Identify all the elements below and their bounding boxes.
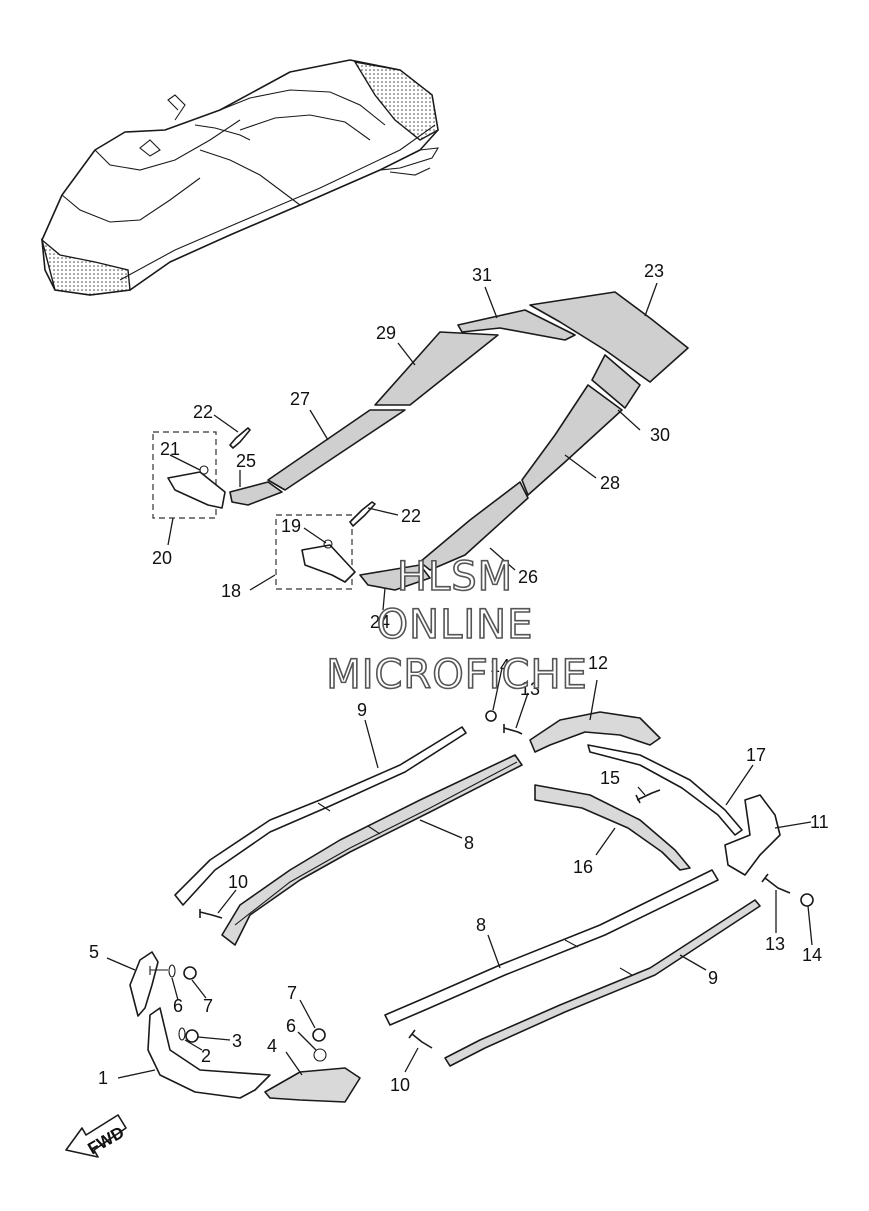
callout-21: 21 — [160, 439, 180, 459]
mat-26 — [419, 481, 529, 571]
callout-18: 18 — [221, 581, 241, 601]
callout-3: 3 — [232, 1031, 242, 1051]
screw-10-left — [199, 909, 223, 919]
callout-29: 29 — [376, 323, 396, 343]
callout-8-right: 8 — [476, 915, 486, 935]
callout-6-right: 6 — [286, 1016, 296, 1036]
rivet-15 — [635, 789, 661, 804]
nut-7-right — [312, 1028, 326, 1042]
callout-13-upper: 13 — [520, 679, 540, 699]
callout-26: 26 — [518, 567, 538, 587]
callout-9-right: 9 — [708, 968, 718, 988]
callout-12: 12 — [588, 653, 608, 673]
callout-23: 23 — [644, 261, 664, 281]
callout-5: 5 — [89, 942, 99, 962]
callout-10-left: 10 — [228, 872, 248, 892]
front-parts — [129, 909, 433, 1103]
bracket-5 — [129, 951, 159, 1017]
callout-15: 15 — [600, 768, 620, 788]
rail-16 — [534, 784, 691, 871]
callout-22-lower: 22 — [401, 506, 421, 526]
cap-14-upper — [485, 710, 497, 722]
cap-14-lower — [800, 893, 814, 907]
rail-17 — [587, 744, 743, 836]
nut-3 — [185, 1029, 199, 1043]
rail-9-left — [174, 726, 467, 906]
rail-8-right — [384, 869, 719, 1026]
mat-24 — [359, 564, 431, 591]
callout-11: 11 — [810, 812, 829, 832]
rivet-22-upper — [229, 427, 251, 449]
callout-17: 17 — [746, 745, 766, 765]
rail-9-right — [444, 899, 761, 1067]
watermark: HLSM ONLINE MICROFICHE — [325, 553, 588, 699]
callout-19: 19 — [281, 516, 301, 536]
forward-arrow-icon: FWD — [65, 1114, 128, 1158]
watercraft-illustration-icon — [40, 59, 440, 296]
callout-7-right: 7 — [287, 983, 297, 1003]
rail-8-left — [221, 754, 523, 946]
callout-25: 25 — [236, 451, 256, 471]
guard-4 — [264, 1067, 361, 1103]
left-rails — [174, 726, 523, 946]
callout-9-left: 9 — [357, 700, 367, 720]
bracket-21 — [167, 471, 226, 509]
mat-23 — [529, 291, 689, 383]
watermark-line-2: ONLINE — [377, 602, 534, 648]
mat-30 — [591, 354, 641, 409]
watermark-line-1: HLSM — [397, 554, 513, 600]
washer-2 — [178, 1027, 186, 1041]
rivet-22-lower — [349, 501, 376, 527]
washer-6-right — [313, 1048, 327, 1062]
callout-14-lower: 14 — [802, 945, 822, 965]
callout-30: 30 — [650, 425, 670, 445]
right-upper-rails — [529, 711, 781, 876]
callout-6-left: 6 — [173, 996, 183, 1016]
deck-mat-set — [229, 291, 689, 591]
right-lower-rails — [384, 869, 761, 1067]
callout-2: 2 — [201, 1046, 211, 1066]
callout-7-left: 7 — [203, 996, 213, 1016]
screw-10-right — [408, 1029, 433, 1049]
callout-4: 4 — [267, 1036, 277, 1056]
bumper-1 — [147, 1007, 271, 1099]
callout-31: 31 — [472, 265, 492, 285]
bolt-left — [149, 966, 168, 975]
rivet-13-upper — [503, 724, 523, 735]
watermark-line-3: MICROFICHE — [326, 652, 588, 698]
callout-1: 1 — [98, 1068, 108, 1088]
bracket-11 — [724, 794, 781, 876]
rivet-13-lower — [761, 873, 791, 894]
washer-6-left — [168, 964, 176, 978]
bracket-19 — [301, 544, 356, 583]
callout-28: 28 — [600, 473, 620, 493]
mat-25 — [229, 481, 283, 506]
mat-27 — [267, 409, 406, 491]
nut-7-left — [183, 966, 197, 980]
callout-27: 27 — [290, 389, 310, 409]
callout-14-upper: 14 — [490, 656, 510, 676]
callout-13-lower: 13 — [765, 934, 785, 954]
callout-labels: 23 31 29 27 30 28 26 22 21 25 20 22 19 1… — [89, 261, 829, 1095]
callout-24: 24 — [370, 612, 390, 632]
bracket-12 — [529, 711, 661, 753]
callout-22-upper: 22 — [193, 402, 213, 422]
mat-28 — [521, 384, 623, 496]
bracket-group-20 — [152, 427, 251, 519]
mat-31 — [457, 309, 576, 341]
leader-lines — [106, 282, 813, 1079]
callout-20: 20 — [152, 548, 172, 568]
callout-8-left: 8 — [464, 833, 474, 853]
mat-29 — [374, 331, 499, 406]
callout-10-right: 10 — [390, 1075, 410, 1095]
fasteners-right — [485, 710, 814, 907]
callout-16: 16 — [573, 857, 593, 877]
